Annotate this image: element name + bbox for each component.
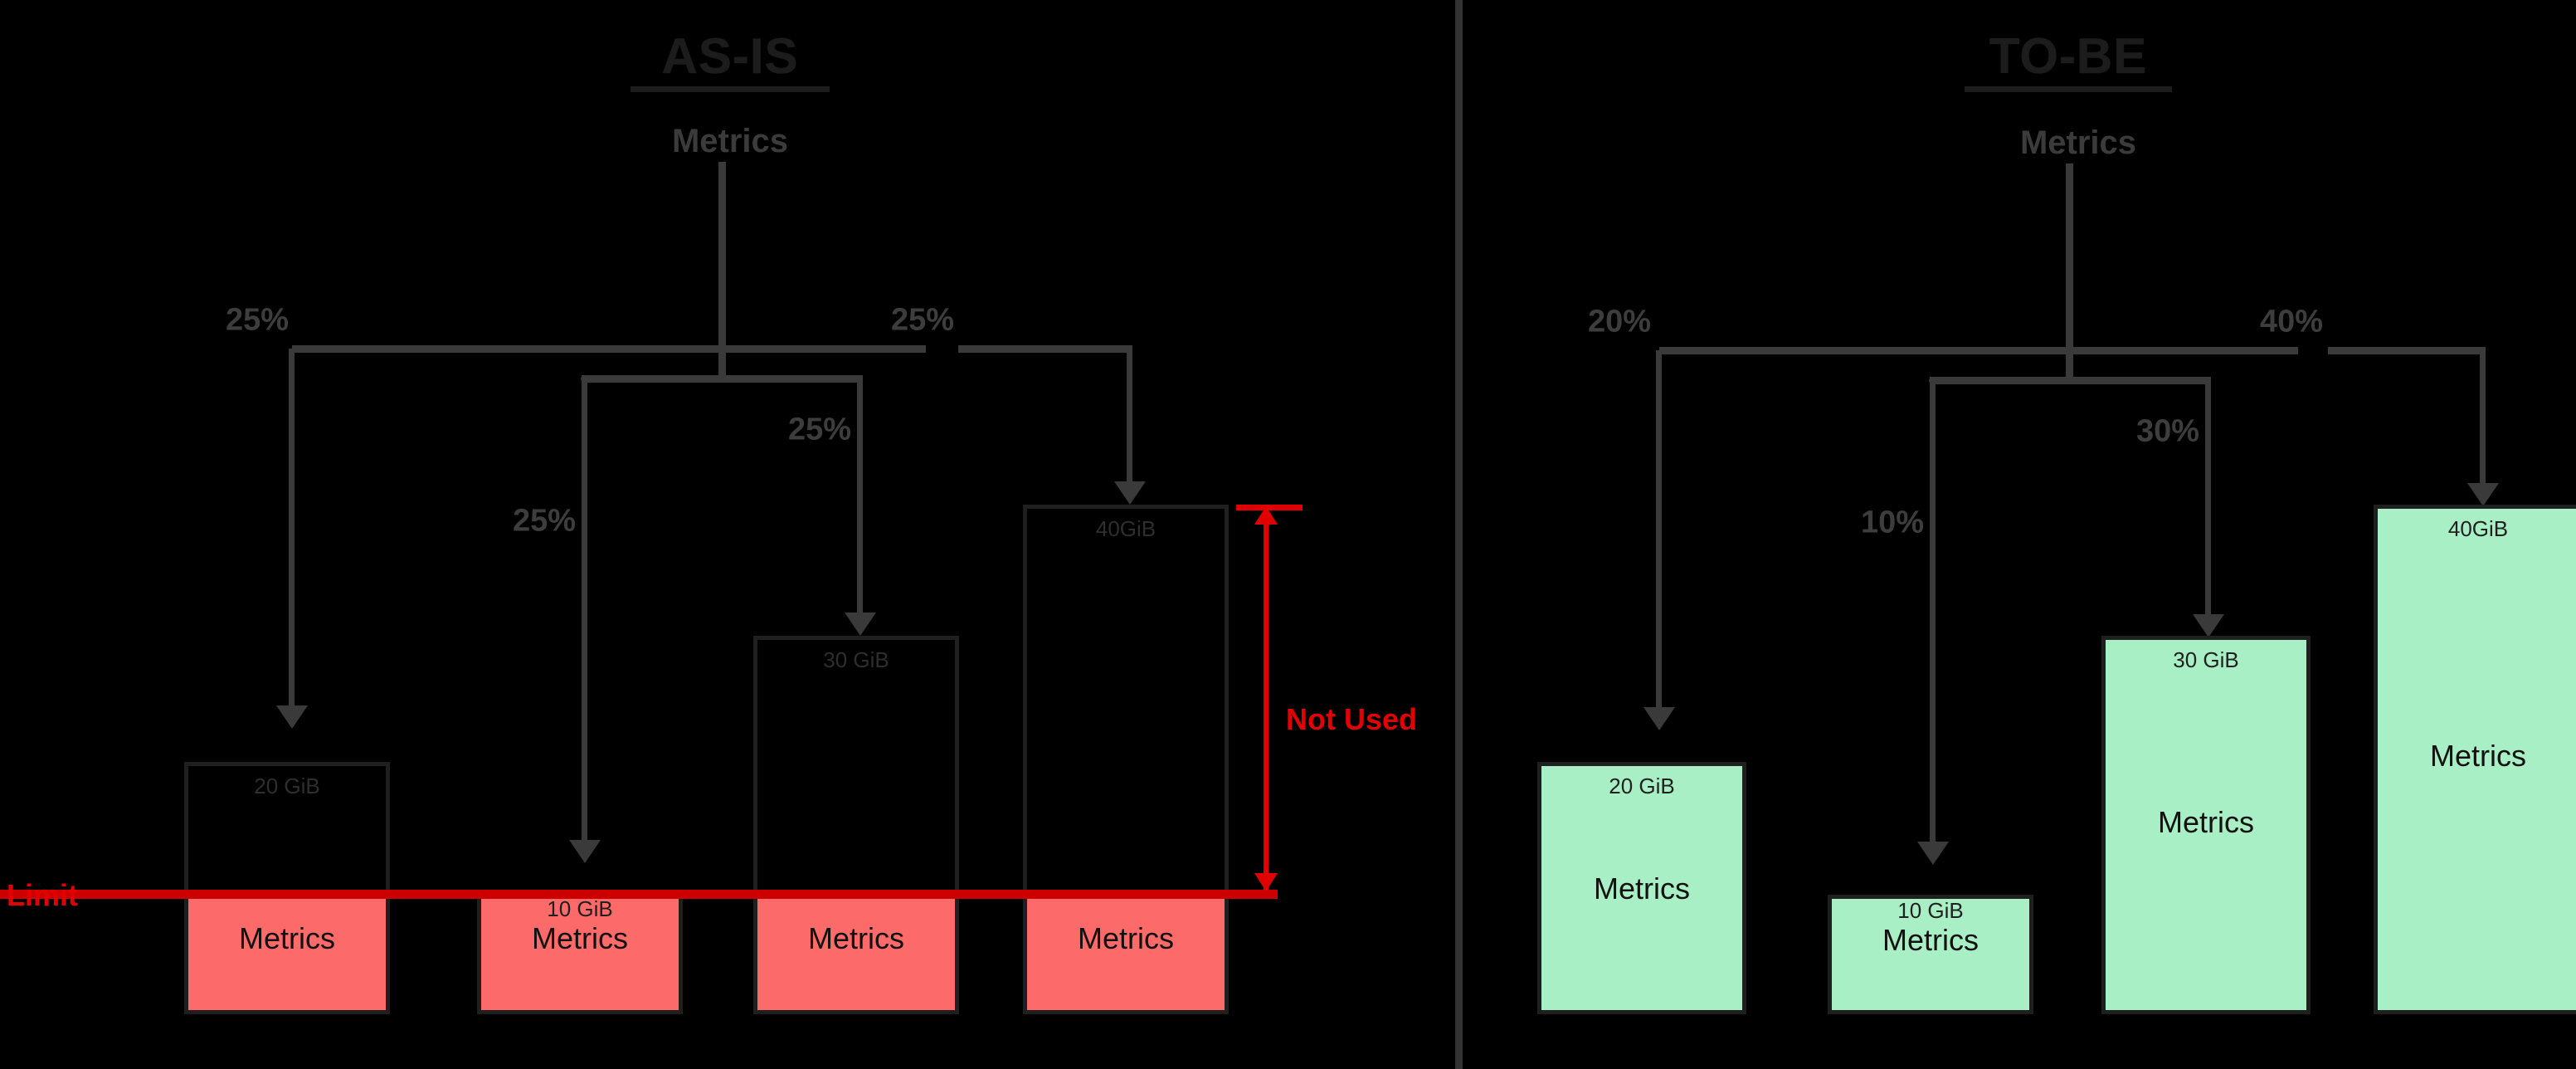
tree-drop-3-to-be: [2205, 377, 2211, 626]
capacity-label-2-as-is: 10 GiB: [547, 896, 613, 921]
tree-drop-2-to-be: [1930, 377, 1936, 854]
arrow-down-4-to-be: [2467, 483, 2499, 506]
arrow-down-1-as-is: [276, 705, 308, 729]
metrics-label-2-as-is: Metrics: [532, 921, 628, 955]
panel-title-as-is: AS-IS: [631, 31, 830, 92]
metrics-label-2-to-be: Metrics: [1882, 923, 1979, 957]
bar-outline-4-as-is: [1023, 505, 1229, 1014]
bar-outline-1-as-is: [184, 762, 390, 1014]
tree-hbar-far-right-as-is: [958, 345, 1132, 353]
bar-fill-2-as-is: [481, 898, 679, 1010]
arrow-down-1-to-be: [1643, 707, 1675, 730]
tree-hbar-far-right-to-be: [2328, 347, 2486, 354]
tree-hbar-left-as-is: [292, 345, 723, 353]
percent-label-2-to-be: 10%: [1860, 505, 1924, 540]
bar-fill-3-as-is: [757, 898, 955, 1010]
capacity-label-3-to-be: 30 GiB: [2173, 647, 2239, 672]
arrow-down-2-as-is: [569, 840, 601, 863]
percent-label-1-to-be: 20%: [1587, 304, 1651, 339]
arrow-down-3-as-is: [845, 613, 876, 636]
limit-line: [0, 890, 1278, 899]
bar-1-to-be: [1537, 762, 1746, 1014]
tree-drop-1-as-is: [289, 349, 295, 705]
capacity-label-1-to-be: 20 GiB: [1609, 774, 1675, 798]
tree-stem-as-is: [718, 162, 726, 378]
tree-hbar-right-as-is: [718, 345, 926, 353]
arrow-down-4-as-is: [1114, 481, 1146, 505]
not-used-arrow-up-icon: [1254, 506, 1278, 525]
bar-fill-1-as-is: [188, 898, 386, 1010]
bar-outline-3-as-is: [753, 636, 959, 1014]
tree-hbar-left-to-be: [1659, 347, 2071, 354]
tree-drop-4-to-be: [2480, 350, 2486, 495]
not-used-arrow-down-icon: [1254, 873, 1278, 891]
metrics-label-1-to-be: Metrics: [1594, 871, 1690, 905]
arrow-down-2-to-be: [1917, 842, 1949, 865]
metrics-label-4-to-be: Metrics: [2430, 739, 2526, 773]
tree-drop-1-to-be: [1656, 350, 1662, 707]
tree-stem-to-be: [2066, 164, 2073, 379]
metrics-label-1-as-is: Metrics: [239, 921, 335, 955]
tree-drop-2-as-is: [582, 375, 587, 852]
percent-label-3-as-is: 25%: [787, 412, 851, 447]
bar-fill-4-as-is: [1027, 898, 1225, 1010]
tree-drop-4-as-is: [1127, 349, 1132, 494]
panel-title-to-be: TO-BE: [1965, 31, 2172, 92]
limit-label: Limit: [7, 878, 78, 912]
metrics-label-3-as-is: Metrics: [808, 921, 904, 955]
percent-label-1-as-is: 25%: [225, 302, 289, 338]
panel-divider: [1455, 0, 1463, 1069]
capacity-label-3-as-is: 30 GiB: [823, 647, 889, 672]
capacity-label-4-to-be: 40GiB: [2447, 516, 2509, 541]
percent-label-4-as-is: 25%: [890, 302, 954, 338]
bar-3-to-be: [2101, 636, 2311, 1014]
arrow-down-3-to-be: [2193, 614, 2224, 637]
metrics-label-4-as-is: Metrics: [1078, 921, 1174, 955]
capacity-label-1-as-is: 20 GiB: [254, 774, 320, 798]
not-used-label: Not Used: [1286, 702, 1418, 736]
root-label-to-be: Metrics: [2019, 124, 2137, 161]
not-used-line: [1264, 513, 1269, 891]
capacity-label-4-as-is: 40GiB: [1095, 516, 1157, 541]
root-label-as-is: Metrics: [671, 123, 789, 159]
tree-hbar-right-to-be: [2066, 347, 2298, 354]
metrics-label-3-to-be: Metrics: [2158, 805, 2254, 839]
bar-4-to-be: [2374, 505, 2576, 1014]
percent-label-4-to-be: 40%: [2259, 304, 2323, 339]
percent-label-3-to-be: 30%: [2135, 413, 2199, 449]
percent-label-2-as-is: 25%: [512, 503, 576, 539]
tree-drop-3-as-is: [857, 375, 863, 624]
bar-2-to-be: [1828, 895, 2033, 1014]
capacity-label-2-to-be: 10 GiB: [1897, 898, 1964, 923]
tree-hbar-inner-to-be: [1929, 377, 2211, 384]
tree-hbar-inner-as-is: [581, 375, 863, 383]
